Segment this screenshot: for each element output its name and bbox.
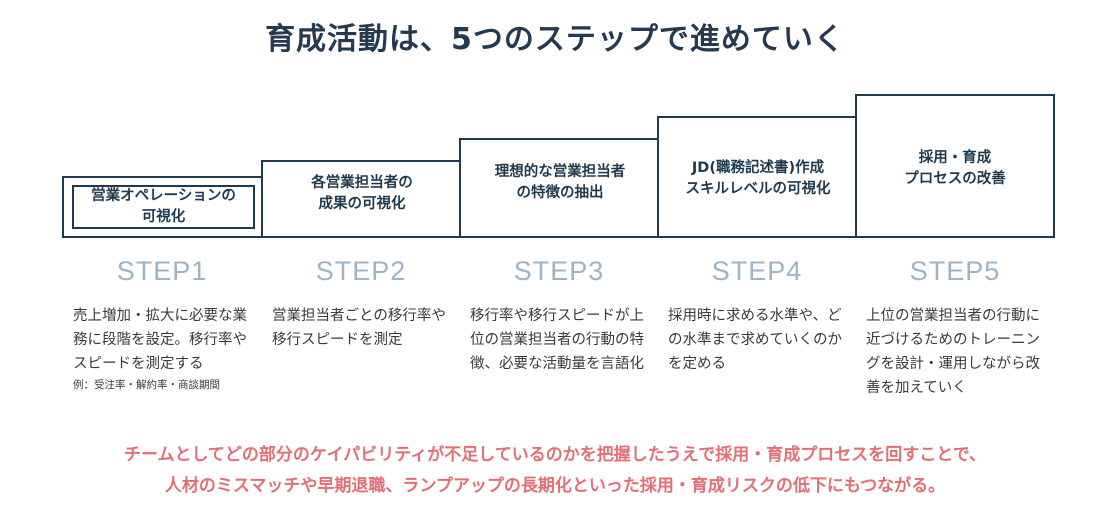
step2-box: 各営業担当者の 成果の可視化 <box>261 160 461 238</box>
step1-box: 営業オペレーションの 可視化 <box>62 176 263 238</box>
step2-label: STEP2 <box>315 256 407 286</box>
step2-box-line2: 成果の可視化 <box>318 196 406 212</box>
step1-box-highlight: 営業オペレーションの 可視化 <box>72 185 255 229</box>
step4-box: JD(職務記述書)作成 スキルレベルの可視化 <box>657 116 857 238</box>
step5-box-line1: 採用・育成 <box>918 150 992 166</box>
step1-label: STEP1 <box>116 256 208 286</box>
step4-label: STEP4 <box>711 256 803 286</box>
footer-line2: 人材のミスマッチや早期退職、ランプアップの長期化といった採用・育成リスクの低下に… <box>164 476 946 496</box>
footer-summary: チームとしてどの部分のケイパビリティが不足しているのかを把握したうえで採用・育成… <box>0 440 1110 502</box>
step-diagram: 営業オペレーションの 可視化 各営業担当者の 成果の可視化 理想的な営業担当者 … <box>62 94 1056 424</box>
step4-box-line1: JD(職務記述書)作成 <box>691 160 825 176</box>
step5-description: 上位の営業担当者の行動に近づけるためのトレーニングを設計・運用しながら改善を加え… <box>866 308 1040 396</box>
step4-description: 採用時に求める水準や、どの水準まで求めていくのかを定める <box>668 308 842 372</box>
step5-box-line2: プロセスの改善 <box>904 171 1006 188</box>
page-title: 育成活動は、5つのステップで進めていく <box>265 22 845 57</box>
step3-box-line2: の特徴の抽出 <box>516 185 604 202</box>
step5-box: 採用・育成 プロセスの改善 <box>855 94 1055 238</box>
step1-description: 売上増加・拡大に必要な業務に段階を設定。移行率やスピードを測定する 例：受注率・… <box>73 304 251 394</box>
step4-box-line2: スキルレベルの可視化 <box>685 181 831 198</box>
step2-box-line1: 各営業担当者の <box>311 174 413 191</box>
step3-box-line1: 理想的な営業担当者 <box>494 164 626 180</box>
step3-label: STEP3 <box>513 256 605 286</box>
step3-box: 理想的な営業担当者 の特徴の抽出 <box>459 138 659 238</box>
step1-box-line1: 営業オペレーションの <box>91 187 236 204</box>
step1-note: 例：受注率・解約率・商談期間 <box>73 379 220 391</box>
step1-box-line2: 可視化 <box>141 209 186 225</box>
step3-description: 移行率や移行スピードが上位の営業担当者の行動の特徴、必要な活動量を言語化 <box>470 308 644 372</box>
step1-description-text: 売上増加・拡大に必要な業務に段階を設定。移行率やスピードを測定する <box>73 308 247 372</box>
footer-line1: チームとしてどの部分のケイパビリティが不足しているのかを把握したうえで採用・育成… <box>123 445 987 465</box>
step5-label: STEP5 <box>909 256 1001 286</box>
step2-description: 営業担当者ごとの移行率や移行スピードを測定 <box>272 308 446 348</box>
